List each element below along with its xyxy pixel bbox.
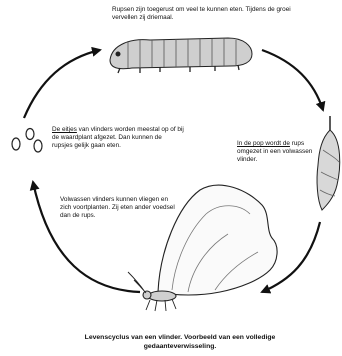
caterpillar-illustration [110,38,252,73]
eggs-illustration [12,129,42,153]
diagram-caption: Levenscyclus van een vlinder. Voorbeeld … [60,334,300,351]
eggs-description: De eitjes van vlinders worden meestal op… [52,126,184,150]
pupa-illustration [317,116,340,210]
pupa-description-lead: In de pop wordt de [237,140,290,147]
caterpillar-description: Rupsen zijn toegerust om veel te kunnen … [112,6,312,22]
arrow-caterpillar-to-pupa [262,50,323,110]
arrow-eggs-to-caterpillar [24,50,100,118]
pupa-description: In de pop wordt de rups omgezet in een v… [237,140,317,164]
butterfly-description: Volwassen vlinders kunnen vliegen en zic… [60,196,178,220]
eggs-description-lead: De eitjes [52,126,77,133]
